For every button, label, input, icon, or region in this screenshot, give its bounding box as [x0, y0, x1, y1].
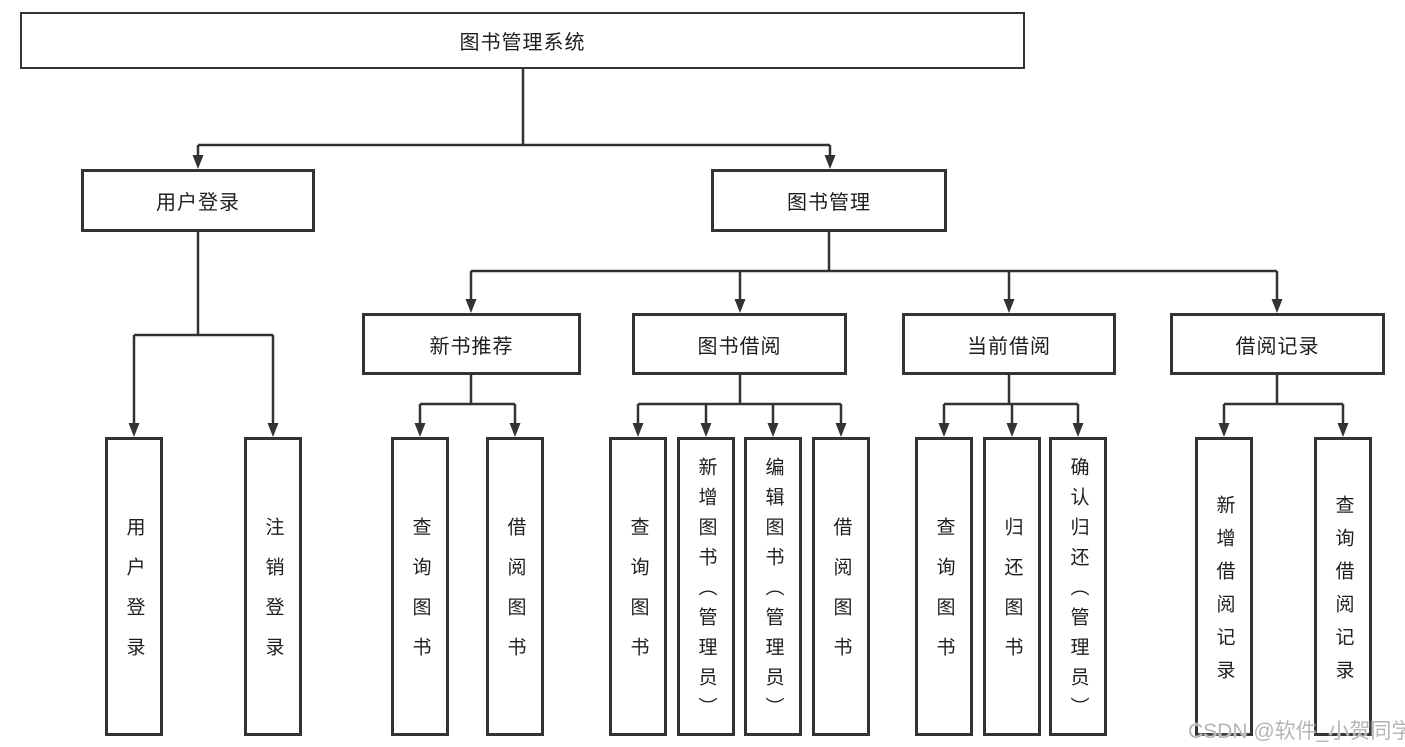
- node-current-borrow-label: 当前借阅: [967, 335, 1051, 358]
- node-book-management-label: 图书管理: [787, 192, 871, 214]
- leaf-logout: 注销登录: [244, 437, 302, 736]
- node-new-book-recommend-label: 新书推荐: [429, 335, 514, 358]
- leaf-query-borrow-record: 查询借阅记录: [1314, 437, 1372, 736]
- leaf-query-borrow-record-label: 查询借阅记录: [1332, 494, 1354, 693]
- leaf-query-books-recommend-label: 查询图书: [409, 517, 431, 677]
- node-current-borrow: 当前借阅: [902, 313, 1116, 375]
- node-borrow-records-label: 借阅记录: [1235, 335, 1320, 358]
- node-book-borrow-label: 图书借阅: [697, 335, 782, 358]
- leaf-return-book: 归还图书: [983, 437, 1041, 736]
- leaf-confirm-return-admin-label: 确认归还（管理员）: [1067, 457, 1089, 727]
- leaf-add-borrow-record-label: 新增借阅记录: [1213, 494, 1235, 693]
- leaf-borrow-books-label: 借阅图书: [830, 517, 852, 677]
- node-root-label: 图书管理系统: [459, 32, 586, 54]
- leaf-query-books-current: 查询图书: [915, 437, 973, 736]
- leaf-add-book-admin-label: 新增图书（管理员）: [695, 457, 717, 727]
- node-user-login: 用户登录: [81, 169, 315, 232]
- node-book-management: 图书管理: [711, 169, 947, 232]
- leaf-user-login-label: 用户登录: [123, 517, 145, 677]
- leaf-user-login: 用户登录: [105, 437, 163, 736]
- leaf-edit-book-admin-label: 编辑图书（管理员）: [762, 457, 784, 727]
- watermark: CSDN @软件_小贺同学: [1188, 720, 1405, 743]
- node-user-login-label: 用户登录: [156, 192, 240, 214]
- leaf-edit-book-admin: 编辑图书（管理员）: [744, 437, 802, 736]
- leaf-query-books-borrow: 查询图书: [609, 437, 667, 736]
- node-book-borrow: 图书借阅: [632, 313, 847, 375]
- node-root: 图书管理系统: [20, 12, 1025, 69]
- leaf-query-books-recommend: 查询图书: [391, 437, 449, 736]
- leaf-logout-label: 注销登录: [262, 517, 284, 677]
- leaf-return-book-label: 归还图书: [1001, 517, 1023, 677]
- leaf-query-books-current-label: 查询图书: [933, 517, 955, 677]
- node-new-book-recommend: 新书推荐: [362, 313, 581, 375]
- node-borrow-records: 借阅记录: [1170, 313, 1385, 375]
- leaf-add-borrow-record: 新增借阅记录: [1195, 437, 1253, 736]
- leaf-confirm-return-admin: 确认归还（管理员）: [1049, 437, 1107, 736]
- leaf-borrow-books-recommend-label: 借阅图书: [504, 517, 526, 677]
- leaf-borrow-books: 借阅图书: [812, 437, 870, 736]
- leaf-borrow-books-recommend: 借阅图书: [486, 437, 544, 736]
- leaf-add-book-admin: 新增图书（管理员）: [677, 437, 735, 736]
- leaf-query-books-borrow-label: 查询图书: [627, 517, 649, 677]
